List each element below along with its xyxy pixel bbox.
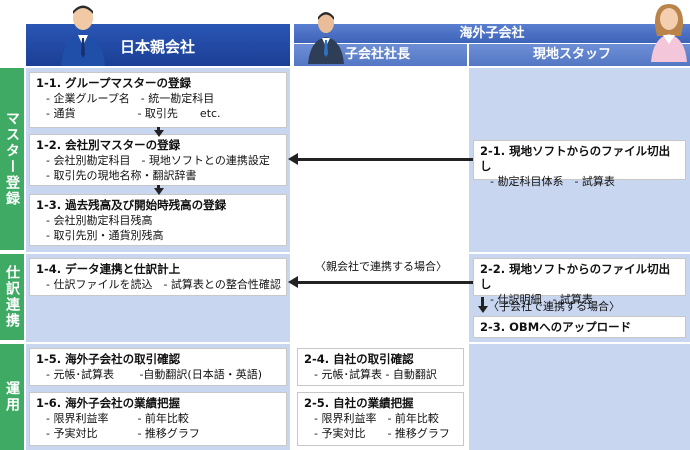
overseas-header bbox=[294, 24, 690, 43]
step-title: 2-5. 自社の業績把握 bbox=[304, 396, 414, 410]
child-link-note: 〈子会社で連携する場合〉 bbox=[488, 300, 620, 313]
step-2-2-box: 2-2. 現地ソフトからのファイル切出し - 仕訳明細 - 試算表 bbox=[473, 258, 686, 306]
step-line: - 限界利益率 - 前年比較 bbox=[314, 412, 439, 425]
step-title: 1-2. 会社別マスターの登録 bbox=[36, 138, 181, 152]
step-line: - 仕訳明細 - 試算表 bbox=[490, 293, 593, 306]
phase-journal-label: 仕訳連携 bbox=[0, 254, 24, 340]
step-title: 2-2. 現地ソフトからのファイル切出し bbox=[480, 262, 671, 291]
step-2-4-box: 2-4. 自社の取引確認 - 元帳･試算表 - 自動翻訳 bbox=[297, 348, 464, 386]
arrow-2-1-to-1-2 bbox=[297, 158, 473, 161]
step-line: - 仕訳ファイルを読込 - 試算表との整合性確認 bbox=[46, 278, 281, 291]
step-line: - 限界利益率 - 前年比較 bbox=[46, 412, 189, 425]
step-1-2-box: 1-2. 会社別マスターの登録 - 会社別勘定科目 - 現地ソフトとの連携設定 … bbox=[29, 134, 287, 186]
step-title: 1-1. グループマスターの登録 bbox=[36, 76, 191, 90]
staff-header-title: 現地スタッフ bbox=[533, 47, 612, 62]
down-arrow-shaft bbox=[157, 127, 160, 131]
band-divider bbox=[0, 342, 690, 344]
arrow-2-2-to-1-4 bbox=[297, 281, 473, 284]
step-line: - 会社別勘定科目 - 現地ソフトとの連携設定 bbox=[46, 154, 270, 167]
parent-link-note: 〈親会社で連携する場合〉 bbox=[315, 260, 447, 273]
step-line: - 元帳･試算表 - 自動翻訳 bbox=[314, 368, 437, 381]
step-title: 1-6. 海外子会社の業績把握 bbox=[36, 396, 181, 410]
ceo-header-title: 子会社社長 bbox=[345, 47, 411, 62]
businessman-icon bbox=[61, 5, 105, 66]
ceo-icon bbox=[308, 12, 344, 64]
band-divider bbox=[0, 252, 690, 254]
phase-master-label: マスター登録 bbox=[0, 68, 24, 250]
step-line: - 勘定科目体系 - 試算表 bbox=[490, 175, 615, 188]
step-title: 2-1. 現地ソフトからのファイル切出し bbox=[480, 144, 671, 173]
step-title: 2-4. 自社の取引確認 bbox=[304, 352, 414, 366]
step-line: - 予実対比 - 推移グラフ bbox=[314, 427, 450, 440]
step-title: 1-3. 過去残高及び開始時残高の登録 bbox=[36, 198, 227, 212]
step-title: 2-3. OBMへのアップロード bbox=[480, 320, 632, 334]
down-arrow-icon bbox=[154, 130, 164, 137]
step-1-5-box: 1-5. 海外子会社の取引確認 - 元帳･試算表 -自動翻訳(日本語・英語) bbox=[29, 348, 287, 386]
step-title: 1-5. 海外子会社の取引確認 bbox=[36, 352, 181, 366]
down-arrow-shaft bbox=[481, 297, 484, 307]
staff-woman-icon bbox=[651, 4, 687, 62]
ceo-column bbox=[294, 68, 467, 450]
staff-header bbox=[469, 44, 690, 66]
step-line: - 通貨 - 取引先 etc. bbox=[46, 107, 221, 120]
step-1-6-box: 1-6. 海外子会社の業績把握 - 限界利益率 - 前年比較 - 予実対比 - … bbox=[29, 392, 287, 446]
left-arrow-icon bbox=[288, 153, 298, 165]
step-line: - 元帳･試算表 -自動翻訳(日本語・英語) bbox=[46, 368, 263, 381]
phase-operation-label: 運用 bbox=[0, 344, 24, 450]
left-arrow-icon bbox=[288, 276, 298, 288]
down-arrow-shaft bbox=[157, 185, 160, 190]
step-line: - 会社別勘定科目残高 bbox=[46, 214, 153, 227]
overseas-header-title: 海外子会社 bbox=[459, 26, 525, 41]
step-2-5-box: 2-5. 自社の業績把握 - 限界利益率 - 前年比較 - 予実対比 - 推移グ… bbox=[297, 392, 464, 446]
step-line: - 企業グループ名 - 統一勘定科目 bbox=[46, 92, 215, 105]
down-arrow-icon bbox=[154, 188, 164, 195]
down-arrow-icon bbox=[478, 306, 488, 313]
step-1-3-box: 1-3. 過去残高及び開始時残高の登録 - 会社別勘定科目残高 - 取引先別・通… bbox=[29, 194, 287, 246]
step-1-4-box: 1-4. データ連携と仕訳計上 - 仕訳ファイルを読込 - 試算表との整合性確認 bbox=[29, 258, 287, 296]
step-2-3-box: 2-3. OBMへのアップロード bbox=[473, 316, 686, 338]
step-1-1-box: 1-1. グループマスターの登録 - 企業グループ名 - 統一勘定科目 - 通貨… bbox=[29, 72, 287, 128]
step-line: - 予実対比 - 推移グラフ bbox=[46, 427, 200, 440]
step-line: - 取引先の現地名称・翻訳辞書 bbox=[46, 169, 197, 182]
parent-header-title: 日本親会社 bbox=[120, 38, 196, 56]
step-title: 1-4. データ連携と仕訳計上 bbox=[36, 262, 181, 276]
step-2-1-box: 2-1. 現地ソフトからのファイル切出し - 勘定科目体系 - 試算表 bbox=[473, 140, 686, 188]
step-line: - 取引先別・通貨別残高 bbox=[46, 229, 164, 242]
